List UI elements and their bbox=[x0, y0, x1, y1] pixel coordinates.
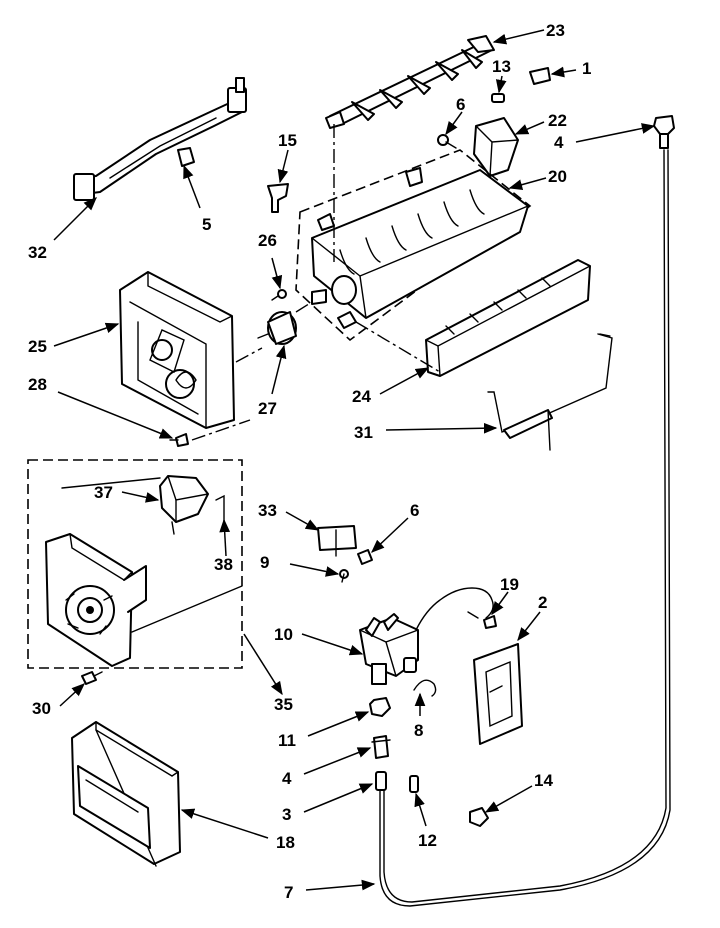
small-bracket-1 bbox=[529, 67, 551, 85]
alignment-line bbox=[355, 321, 441, 373]
callout-28: 28 bbox=[28, 375, 47, 394]
pin-13 bbox=[491, 93, 505, 103]
callout-24: 24 bbox=[352, 387, 371, 406]
valve-bracket bbox=[473, 643, 523, 745]
bracket-33 bbox=[317, 525, 357, 551]
alignment-line bbox=[295, 301, 313, 313]
screw-6-lower bbox=[357, 549, 373, 565]
callout-12: 12 bbox=[418, 831, 437, 850]
bail-arm-heater bbox=[425, 259, 591, 377]
screw-upper bbox=[437, 134, 457, 149]
callout-14: 14 bbox=[534, 771, 553, 790]
callout-7: 7 bbox=[284, 883, 293, 902]
tube-insert-12 bbox=[409, 775, 419, 793]
plate-screw bbox=[81, 671, 103, 685]
callout-30: 30 bbox=[32, 699, 51, 718]
callout-32: 32 bbox=[28, 243, 47, 262]
callout-6b: 6 bbox=[410, 501, 419, 520]
callout-38: 38 bbox=[214, 555, 233, 574]
callout-26: 26 bbox=[258, 231, 277, 250]
callout-11: 11 bbox=[278, 731, 296, 750]
tube-clamp bbox=[413, 679, 437, 697]
screw-9 bbox=[339, 569, 349, 583]
alignment-line bbox=[191, 419, 251, 441]
callout-9: 9 bbox=[260, 553, 269, 572]
wire-bail bbox=[487, 333, 613, 451]
callout-1: 1 bbox=[582, 59, 591, 78]
callout-labels: 23 1 13 6 22 4 20 15 5 32 26 25 27 28 24… bbox=[28, 21, 591, 902]
water-valve bbox=[359, 587, 494, 685]
motor-housing bbox=[119, 271, 235, 429]
fill-cup bbox=[473, 117, 519, 177]
ejector-rail bbox=[325, 35, 495, 129]
callout-19: 19 bbox=[500, 575, 519, 594]
nut-11 bbox=[369, 697, 391, 717]
callout-27: 27 bbox=[258, 399, 277, 418]
thermostat bbox=[257, 311, 297, 345]
callout-8: 8 bbox=[414, 721, 423, 740]
front-cover bbox=[71, 721, 181, 867]
housing-screw bbox=[169, 433, 189, 447]
callout-31: 31 bbox=[354, 423, 373, 442]
screw-19 bbox=[483, 615, 497, 629]
callout-25: 25 bbox=[28, 337, 47, 356]
callout-5: 5 bbox=[202, 215, 211, 234]
nut-14 bbox=[469, 807, 489, 827]
callout-15: 15 bbox=[278, 131, 297, 150]
wire-harness bbox=[73, 77, 247, 201]
leader-lines bbox=[53, 29, 656, 891]
callout-2: 2 bbox=[538, 593, 547, 612]
fitting-lower bbox=[371, 735, 391, 759]
ice-mold bbox=[295, 149, 532, 342]
callout-35: 35 bbox=[274, 695, 293, 714]
motor-module-assembly bbox=[27, 459, 243, 669]
callout-23: 23 bbox=[546, 21, 565, 40]
callout-37: 37 bbox=[94, 483, 113, 502]
fitting-upper bbox=[653, 115, 675, 149]
callout-33: 33 bbox=[258, 501, 277, 520]
fill-tube bbox=[379, 149, 671, 907]
callout-10: 10 bbox=[274, 625, 293, 644]
callout-4: 4 bbox=[554, 133, 564, 152]
callout-4b: 4 bbox=[282, 769, 292, 788]
callout-3: 3 bbox=[282, 805, 291, 824]
clip-part bbox=[267, 183, 289, 213]
callout-13: 13 bbox=[492, 57, 511, 76]
callout-6: 6 bbox=[456, 95, 465, 114]
tube-insert-3 bbox=[375, 771, 387, 791]
alignment-line bbox=[235, 347, 263, 363]
callout-20: 20 bbox=[548, 167, 567, 186]
callout-18: 18 bbox=[276, 833, 295, 852]
mounting-screw-26 bbox=[271, 289, 287, 301]
callout-22: 22 bbox=[548, 111, 567, 130]
